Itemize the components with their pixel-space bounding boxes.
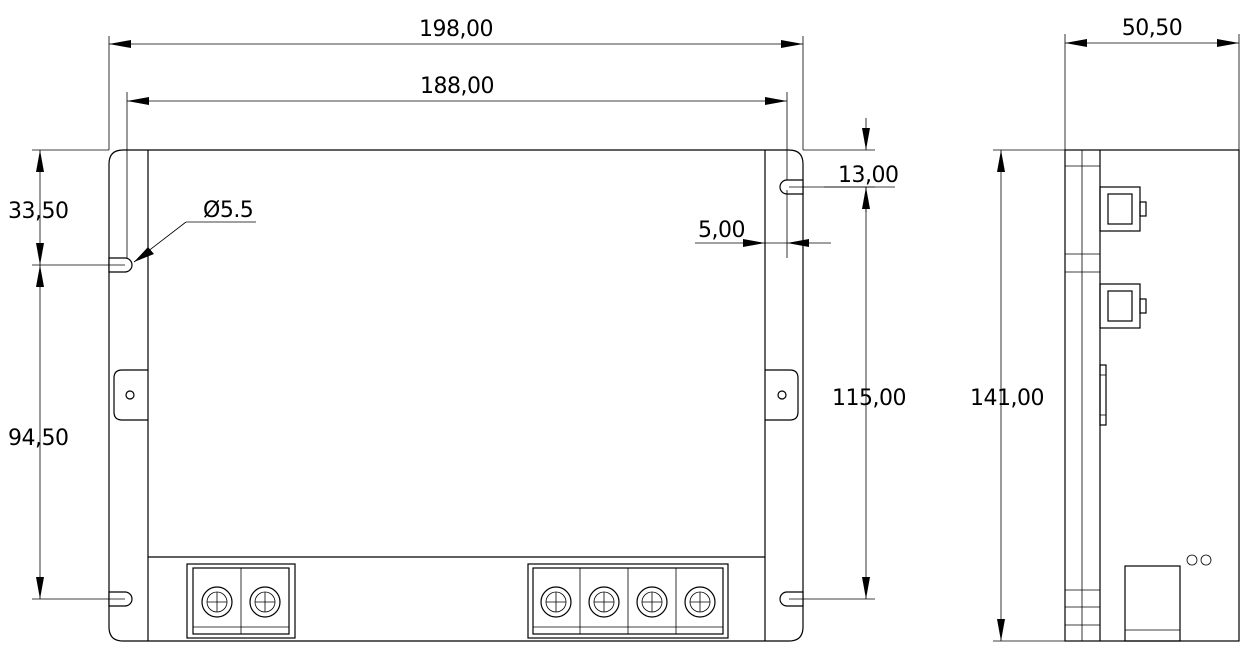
screw-icon [588,586,620,618]
side-view [1064,149,1240,642]
side-terminal [1124,565,1181,642]
screw-icon [540,586,572,618]
dim-hole-spacing-width: 188,00 [420,74,494,99]
dim-total-width: 198,00 [419,17,493,42]
side-clip [1099,364,1107,426]
front-outline [108,149,804,642]
dim-slot-top-offset: 13,00 [838,163,898,188]
front-dimensions: 198,00 188,00 33,50 94,50 Ø5.5 [8,17,906,600]
terminal-block-right [527,563,729,639]
screw-icon [684,586,716,618]
dim-side-height: 141,00 [970,386,1044,411]
dim-left-top-offset-value: 33,50 [8,199,68,224]
side-outline [1064,149,1240,642]
dim-slot-inset: 5,00 [698,218,745,243]
tab-right [765,369,799,421]
screw-icon [201,586,233,618]
connector-icon [1099,283,1147,329]
side-dimensions: 141,00 50,50 [970,16,1240,642]
terminal-block-left [186,563,296,639]
hole-left [125,390,135,400]
dim-side-depth: 50,50 [1122,16,1182,41]
hole-right [777,390,787,400]
dim-left-lower-span: 94,50 [8,426,68,451]
connector-icon [1099,186,1147,232]
screw-icon [249,586,281,618]
front-view [108,149,804,642]
tab-left [113,369,148,421]
dim-right-hole-spacing: 115,00 [832,386,906,411]
dim-hole-diameter: Ø5.5 [203,198,253,223]
screw-icon [636,586,668,618]
